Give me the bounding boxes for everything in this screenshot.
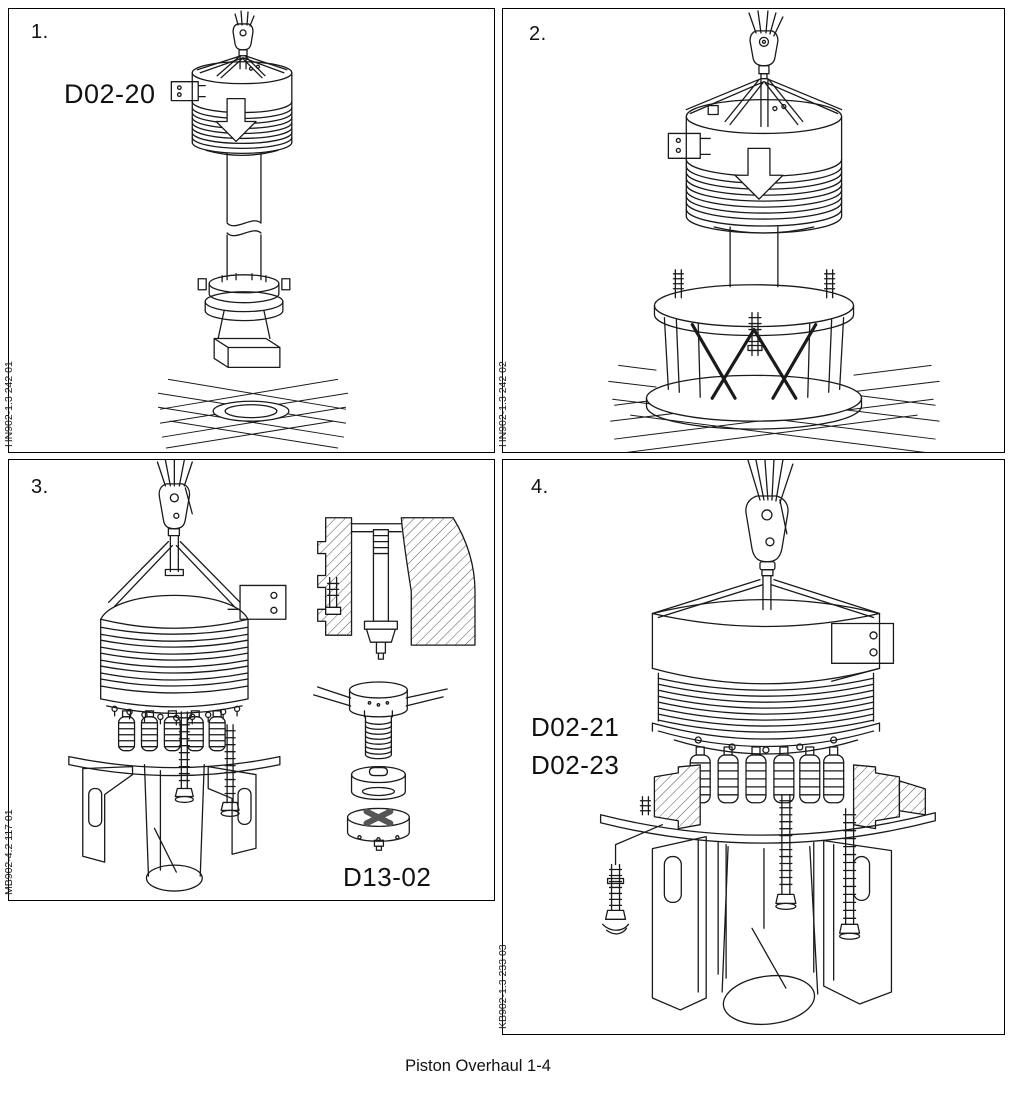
figure-panel-2: 2. HN902-1.3 242 02 [497, 8, 1005, 453]
drawing-code-panel-4: KB902-1.3 233 03 [497, 944, 509, 1029]
step-number-1: 1. [31, 21, 49, 43]
tool-code-label-d13-02: D13-02 [343, 862, 432, 892]
figure-panel-1: 1. D02-20 HN902-1.3 242 01 [3, 8, 495, 453]
piston-on-foot-support-drawing [599, 460, 936, 1026]
figure-caption: Piston Overhaul 1-4 [405, 1057, 551, 1075]
tool-code-label-d02-20: D02-20 [64, 79, 156, 109]
step-number-3: 3. [31, 476, 49, 498]
tool-code-label-d02-23: D02-23 [531, 750, 620, 780]
piston-lifting-out-drawing [157, 10, 349, 449]
piston-nut-removal-drawing [68, 460, 476, 892]
drawing-code-panel-1: HN902-1.3 242 01 [3, 361, 15, 447]
figure-panel-3: 3. D13-02 MB902-4.2 117 01 [3, 459, 495, 901]
figure-panel-4: 4. D02-21 D02-23 KB902-1.3 233 03 [497, 459, 1005, 1035]
step-number-4: 4. [531, 476, 549, 498]
drawing-code-panel-3: MB902-4.2 117 01 [3, 809, 15, 895]
drawing-code-panel-2: HN902-1.3 242 02 [497, 361, 509, 447]
step-number-2: 2. [529, 23, 547, 45]
tool-code-label-d02-21: D02-21 [531, 712, 620, 742]
piston-in-support-stand-drawing [608, 10, 940, 452]
